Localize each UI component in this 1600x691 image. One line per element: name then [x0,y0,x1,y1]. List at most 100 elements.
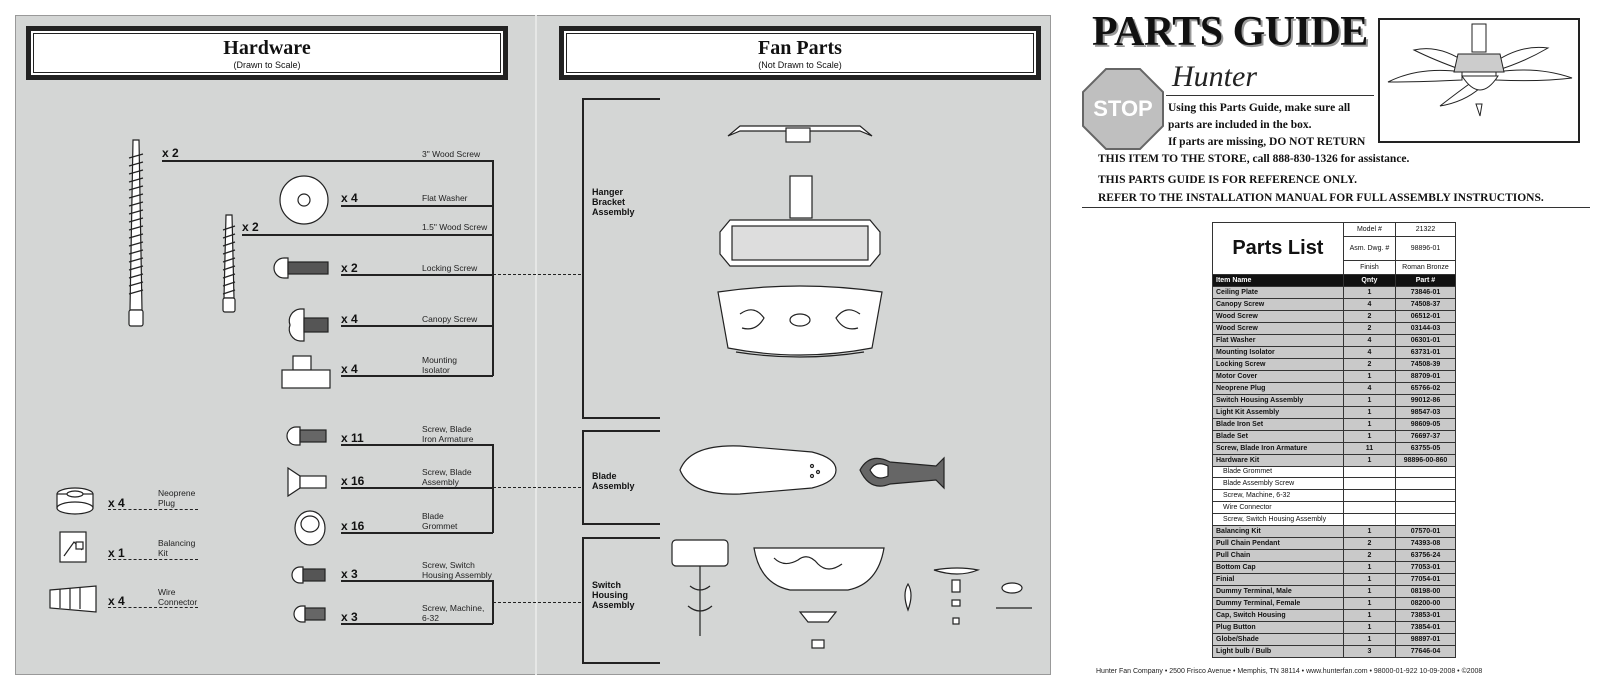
qty-cell: 2 [1342,549,1396,563]
qty-cell: 1 [1342,597,1396,611]
part-number-cell: 76697-37 [1394,429,1457,443]
item-name-cell: Pull Chain [1212,549,1344,563]
qty-cell: 4 [1342,345,1396,359]
leader-line [341,580,493,582]
qty-locking-screw: x 2 [341,261,358,275]
part-number-cell: 06512-01 [1394,309,1457,323]
hardware-title: Hardware [223,37,311,59]
item-name-cell: Mounting Isolator [1212,345,1344,359]
qty-cell: 1 [1342,453,1396,467]
item-name-cell: Screw, Machine, 6-32 [1212,489,1344,503]
part-number-cell: 77053-01 [1394,561,1457,575]
bracket-tick [582,417,660,419]
item-name-cell: Pull Chain Pendant [1212,537,1344,551]
part-number-cell: 98547-03 [1394,405,1457,419]
part-number-cell [1394,465,1457,479]
part-number-cell: 08198-00 [1394,585,1457,599]
qty-cell: 1 [1342,561,1396,575]
qty-cell: 2 [1342,537,1396,551]
ceiling-fan-drawing [1387,23,1573,117]
qty-cell [1342,465,1396,479]
qty-cell [1342,501,1396,515]
part-number-cell: 73854-01 [1394,621,1457,635]
item-name-cell: Blade Set [1212,429,1344,443]
item-name-cell: Dummy Terminal, Male [1212,585,1344,599]
armature-screw-icon [286,426,327,446]
pull-chain-pendant-icon [996,582,1032,609]
qty-switch-housing-screw: x 3 [341,567,358,581]
table-row: Wire Connector [1212,501,1457,515]
group-label-hanger: Hanger Bracket Assembly [592,187,635,217]
bracket-tick [582,523,660,525]
blade-icon [679,445,837,495]
hanger-dashed-leader [493,274,581,275]
globe-shade-icon [753,547,885,591]
blade-assembly-screw-icon [287,466,327,498]
item-name-cell: Canopy Screw [1212,297,1344,311]
warning-line: REFER TO THE INSTALLATION MANUAL FOR FUL… [1098,192,1544,204]
switch-group-bracket [582,537,584,663]
blade-dashed-leader [493,487,581,488]
label-armature-screw: Screw, Blade Iron Armature [422,424,474,444]
table-row: Blade Grommet [1212,465,1457,479]
bottom-cap-icon [798,611,838,649]
item-name-cell: Balancing Kit [1212,525,1344,539]
label-canopy-screw: Canopy Screw [422,314,478,324]
leader-line [341,375,493,377]
blade-bracket [492,444,494,533]
label-blade-assembly-screw: Screw, Blade Assembly [422,467,472,487]
stop-sign-icon: STOP [1082,68,1164,150]
stop-line: parts are included in the box. [1168,119,1312,131]
qty-cell: 1 [1342,525,1396,539]
column-header: Item Name [1212,274,1344,287]
warning-line: THIS PARTS GUIDE IS FOR REFERENCE ONLY. [1098,174,1357,186]
switch-housing-screw-icon [291,566,326,584]
qty-cell: 2 [1342,357,1396,371]
parts-guide-title: PARTS GUIDE [1092,9,1368,55]
bulb-icon [904,582,912,612]
part-number-cell [1394,513,1457,527]
part-number-cell: 73853-01 [1394,609,1457,623]
table-row: Screw, Switch Housing Assembly [1212,513,1457,527]
wood-screw-3in-icon [128,139,144,327]
parts-list-title: Parts List [1212,222,1344,275]
ceiling-fan-image [1378,18,1580,143]
qty-cell: 1 [1342,621,1396,635]
label-mounting-isolator: Mounting Isolator [422,355,457,375]
neoprene-plug-icon [56,487,94,515]
qty-mounting-isolator: x 4 [341,362,358,376]
qty-cell: 1 [1342,285,1396,299]
qty-flat-washer: x 4 [341,191,358,205]
switch-housing-icon [671,539,729,636]
part-number-cell: 03144-03 [1394,321,1457,335]
leader-line [341,205,493,207]
part-number-cell: 06301-01 [1394,333,1457,347]
leader-line [341,325,493,327]
part-number-cell: 08200-00 [1394,597,1457,611]
bracket-tick [582,537,660,539]
qty-cell: 1 [1342,369,1396,383]
hardware-header: Hardware (Drawn to Scale) [26,26,508,80]
switch-bracket [492,580,494,624]
qty-cell: 3 [1342,645,1396,658]
qty-blade-grommet: x 16 [341,519,365,533]
mounting-isolator-icon [281,355,331,389]
hunter-logo: Hunter [1172,60,1257,93]
neoprene-dashed-leader [108,509,198,510]
fold-line [535,15,537,675]
flat-washer-icon [279,175,329,225]
part-number-cell: 77646-04 [1394,645,1457,658]
